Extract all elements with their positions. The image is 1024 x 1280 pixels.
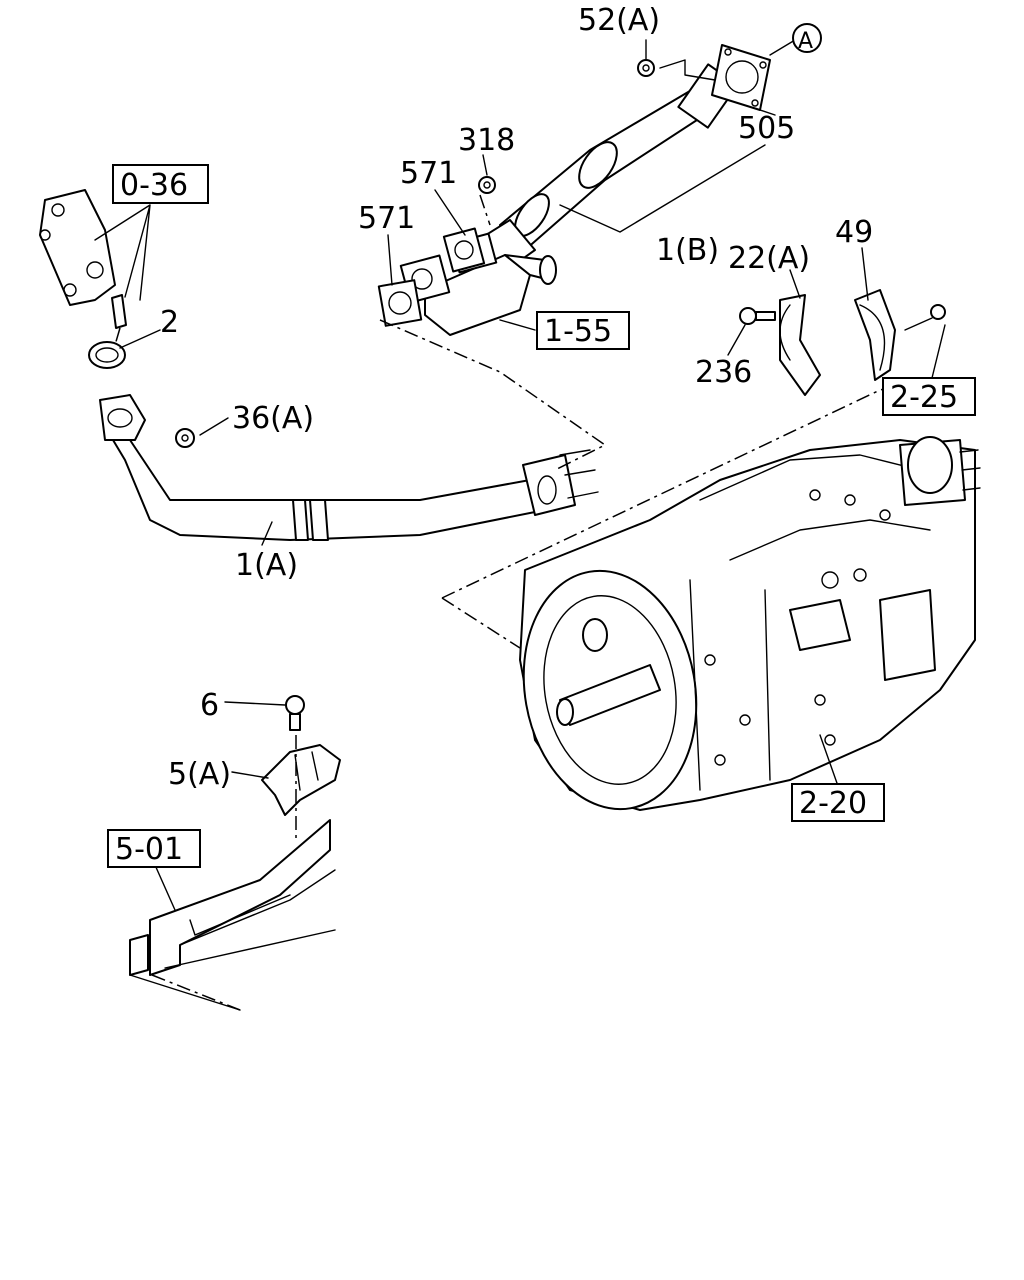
callout-5a: 5(A) <box>168 757 231 792</box>
svg-text:5-01: 5-01 <box>115 832 183 867</box>
bolt-236[interactable] <box>739 307 776 325</box>
clamp-22a[interactable] <box>779 294 821 396</box>
exhaust-manifold-flange[interactable] <box>39 189 116 306</box>
nut-52a[interactable] <box>637 59 655 77</box>
exhaust-pipe-1a[interactable] <box>99 394 599 541</box>
callout-49: 49 <box>835 215 873 250</box>
ref-box-1-55[interactable]: 1-55 <box>536 311 630 350</box>
ref-box-2-20[interactable]: 2-20 <box>791 783 885 822</box>
clamp-49[interactable] <box>854 289 896 381</box>
callout-22a: 22(A) <box>728 241 810 276</box>
svg-text:2-25: 2-25 <box>890 380 958 415</box>
transmission[interactable] <box>505 436 981 823</box>
svg-text:0-36: 0-36 <box>120 168 188 203</box>
bracket-5a[interactable] <box>261 744 341 816</box>
callout-571-lower: 571 <box>358 201 415 236</box>
svg-text:1-55: 1-55 <box>544 314 612 349</box>
reference-circle-a <box>792 23 822 53</box>
ref-box-2-25[interactable]: 2-25 <box>882 377 976 416</box>
svg-text:2-20: 2-20 <box>799 786 867 821</box>
callout-6: 6 <box>200 688 219 723</box>
nut-36a[interactable] <box>175 428 195 448</box>
callout-571-upper: 571 <box>400 156 457 191</box>
nut-318[interactable] <box>478 176 496 194</box>
stud-bolt[interactable] <box>111 294 127 329</box>
callout-labels: 52(A) A 505 318 571 571 1(B) 22(A) 49 23… <box>160 3 873 792</box>
bolt-6[interactable] <box>285 695 305 731</box>
callout-318: 318 <box>458 123 515 158</box>
frame-rail <box>129 819 336 1011</box>
leader-lines <box>94 39 946 911</box>
gasket-571-right[interactable] <box>442 227 486 273</box>
callout-a: A <box>798 29 813 54</box>
callout-1a: 1(A) <box>235 548 298 583</box>
callout-505: 505 <box>738 111 795 146</box>
callout-36a: 36(A) <box>232 401 314 436</box>
gasket-571-left[interactable] <box>377 279 423 327</box>
ref-box-0-36[interactable]: 0-36 <box>112 164 209 204</box>
callout-1b: 1(B) <box>656 233 719 268</box>
gasket-2[interactable] <box>88 341 126 369</box>
callout-236: 236 <box>695 355 752 390</box>
callout-52a: 52(A) <box>578 3 660 38</box>
ref-box-5-01[interactable]: 5-01 <box>107 829 201 868</box>
reference-boxes: 0-36 1-55 2-25 2-20 5-01 <box>107 164 976 868</box>
callout-2: 2 <box>160 305 179 340</box>
bolt-2-25[interactable] <box>904 304 946 331</box>
